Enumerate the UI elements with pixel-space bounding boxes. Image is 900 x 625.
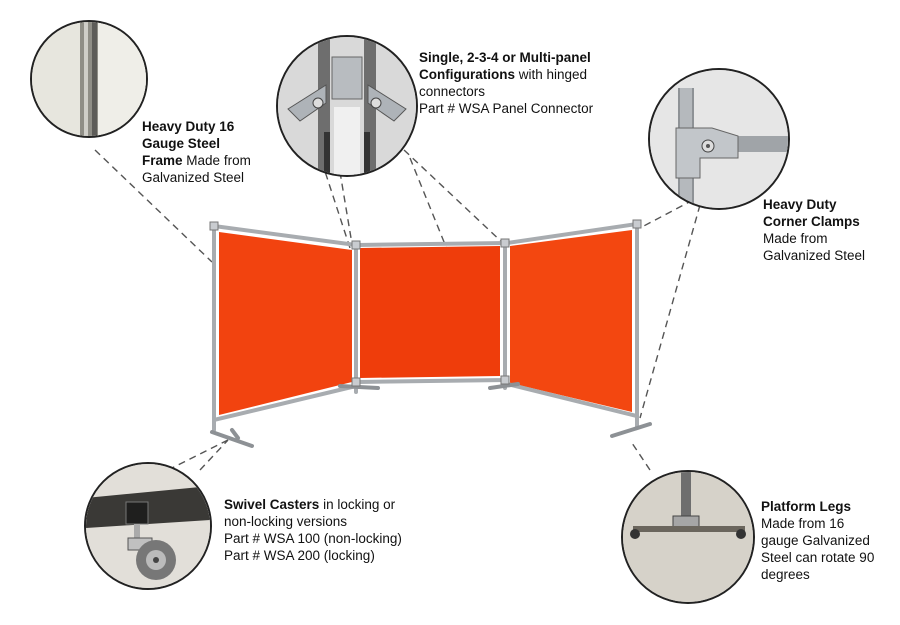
connector-callout-title-line1: Single, 2-3-4 or Multi-panel — [419, 50, 591, 65]
legs-callout-text-line1: Made from 16 — [761, 516, 845, 531]
corner-callout-text-line1: Made from — [763, 231, 828, 246]
frame-callout-text-line2: Galvanized Steel — [142, 170, 245, 185]
legs-callout-text-line2: gauge Galvanized — [761, 533, 870, 548]
center-foot-left — [338, 384, 380, 390]
platform-leg-icon — [623, 472, 753, 602]
connector-callout: Single, 2-3-4 or Multi-panel Configurati… — [419, 49, 659, 117]
frame-detail-circle — [30, 20, 148, 138]
connector-detail-circle — [276, 35, 418, 177]
legs-callout-text-line3: Steel can rotate 90 — [761, 550, 875, 565]
casters-callout-text-first: in locking or — [323, 497, 396, 512]
corner-callout-title-line2: Corner Clamps — [763, 214, 860, 229]
left-foot — [210, 430, 254, 448]
leader-line-caster-b — [167, 439, 229, 471]
steel-tube-icon — [32, 22, 146, 136]
leader-line-corner-a — [639, 199, 694, 229]
corner-callout-title-line1: Heavy Duty — [763, 197, 837, 212]
casters-callout-part-2: Part # WSA 200 (locking) — [224, 548, 375, 563]
corner-detail-circle — [648, 68, 790, 210]
frame-callout-title-line2: Gauge Steel — [142, 136, 221, 151]
frame-callout-title-line3: Frame — [142, 153, 183, 168]
connector-callout-title-line2: Configurations — [419, 67, 515, 82]
casters-callout: Swivel Casters in locking or non-locking… — [224, 496, 454, 564]
leader-line-frame — [94, 149, 213, 263]
casters-callout-title: Swivel Casters — [224, 497, 320, 512]
frame-callout-text-first: Made from — [186, 153, 251, 168]
middle-curtain — [360, 246, 500, 378]
leader-lines — [94, 149, 701, 471]
leader-line-corner-b — [639, 204, 701, 419]
casters-callout-part-1: Part # WSA 100 (non-locking) — [224, 531, 402, 546]
leader-line-connector-d — [409, 157, 501, 381]
casters-callout-text-line2: non-locking versions — [224, 514, 348, 529]
leader-line-connector-c — [403, 149, 506, 246]
frame-callout: Heavy Duty 16 Gauge Steel Frame Made fro… — [142, 118, 282, 186]
corner-clamp-icon — [650, 70, 788, 208]
corner-callout: Heavy Duty Corner Clamps Made from Galva… — [763, 196, 893, 264]
right-curtain — [510, 230, 632, 412]
hinged-connector-icon — [278, 37, 416, 175]
corner-callout-text-line2: Galvanized Steel — [763, 248, 866, 263]
right-foot — [610, 422, 652, 438]
welding-screen — [209, 219, 652, 448]
leader-line-caster-a — [199, 439, 229, 471]
legs-callout: Platform Legs Made from 16 gauge Galvani… — [761, 498, 897, 583]
leg-detail-circle — [621, 470, 755, 604]
leader-line-legs — [629, 439, 651, 471]
caster-wheel-icon — [86, 464, 210, 588]
connector-callout-part: Part # WSA Panel Connector — [419, 101, 594, 116]
legs-callout-text-line4: degrees — [761, 567, 810, 582]
left-curtain — [219, 232, 352, 415]
center-foot-right — [488, 382, 520, 390]
legs-callout-title: Platform Legs — [761, 499, 852, 514]
connector-callout-text-line2: connectors — [419, 84, 486, 99]
connector-callout-text-first: with hinged — [518, 67, 588, 82]
caster-detail-circle — [84, 462, 212, 590]
frame-callout-title-line1: Heavy Duty 16 — [142, 119, 235, 134]
